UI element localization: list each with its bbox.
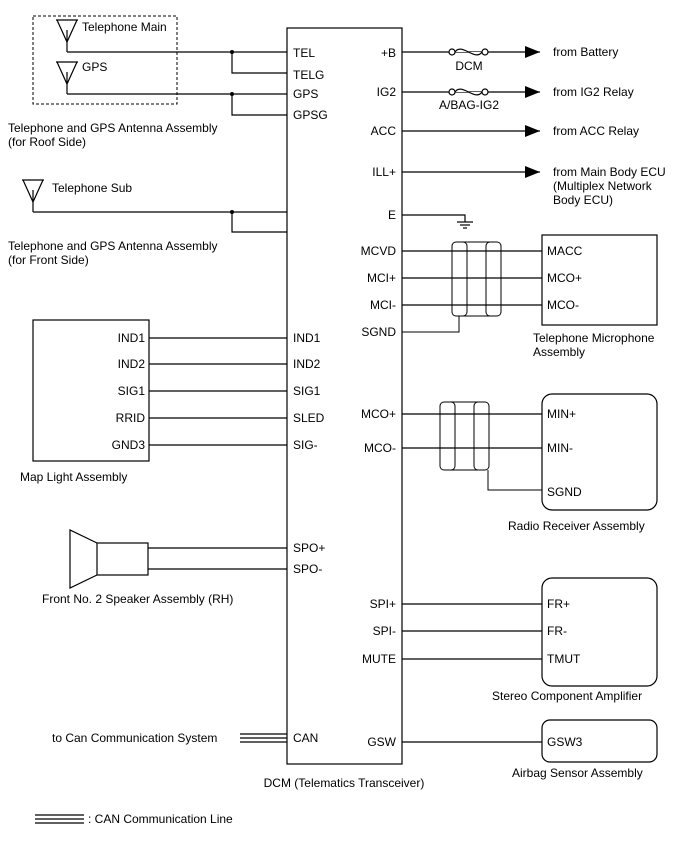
- battery-label: from Battery: [553, 45, 618, 59]
- dcm-pin-mci-plus: MCI+: [367, 271, 396, 285]
- front-antenna-label-sub: (for Front Side): [8, 253, 89, 267]
- microphone-label-sub: Assembly: [533, 345, 585, 359]
- dcm-pin-can: CAN: [293, 731, 318, 745]
- arrow-icon: [525, 46, 540, 58]
- junction-dot: [230, 92, 234, 96]
- wire-gpsg: [231, 94, 287, 116]
- microphone-label: Telephone Microphone: [533, 331, 655, 345]
- dcm-box: [286, 27, 403, 765]
- dcm-pin-sgnd: SGND: [361, 325, 396, 339]
- dcm-pin-e: E: [388, 208, 396, 222]
- ig2-relay-label: from IG2 Relay: [553, 85, 634, 99]
- airbag-pin-gsw3: GSW3: [547, 735, 583, 749]
- dcm-pin-telg: TELG: [293, 68, 324, 82]
- dcm-fuse-label: DCM: [455, 59, 482, 73]
- gps-label: GPS: [82, 60, 107, 74]
- radio-label: Radio Receiver Assembly: [508, 519, 645, 533]
- roof-antenna-label-sub: (for Roof Side): [8, 135, 86, 149]
- antenna-icon: [22, 179, 44, 212]
- radio-pin-sgnd: SGND: [547, 485, 582, 499]
- amplifier-label: Stereo Component Amplifier: [492, 689, 642, 703]
- fuse-icon: [448, 48, 489, 56]
- radio-pin-min-plus: MIN+: [547, 407, 576, 421]
- telephone-sub-label: Telephone Sub: [52, 181, 132, 195]
- dcm-pin-gsw: GSW: [367, 735, 396, 749]
- dcm-pin-tel: TEL: [293, 46, 315, 60]
- antenna-icon: [56, 61, 78, 94]
- roof-antenna-label: Telephone and GPS Antenna Assembly: [8, 121, 217, 135]
- ig2-fuse-label: A/BAG-IG2: [439, 98, 499, 112]
- main-body-ecu-label-3: Body ECU): [553, 193, 613, 207]
- wire-radio-sgnd: [487, 470, 542, 491]
- front-antenna-label: Telephone and GPS Antenna Assembly: [8, 239, 217, 253]
- dcm-pin-spi-plus: SPI+: [370, 597, 396, 611]
- arrow-icon: [525, 166, 540, 178]
- dcm-pin-ind2: IND2: [293, 357, 321, 371]
- map-light-label: Map Light Assembly: [20, 470, 127, 484]
- dcm-pin-mci-minus: MCI-: [370, 298, 396, 312]
- map-light-pin-rrid: RRID: [116, 411, 146, 425]
- dcm-pin-b-plus: +B: [381, 46, 396, 60]
- airbag-label: Airbag Sensor Assembly: [512, 766, 643, 780]
- wire-ground-e: [402, 214, 466, 222]
- can-legend-label: : CAN Communication Line: [88, 812, 233, 826]
- map-light-pin-sig1: SIG1: [118, 384, 146, 398]
- fuse-icon: [448, 88, 489, 96]
- amplifier-box: [541, 577, 658, 687]
- arrow-icon: [525, 125, 540, 137]
- dcm-pin-mco-minus: MCO-: [364, 441, 396, 455]
- radio-pin-min-minus: MIN-: [547, 441, 573, 455]
- microphone-pin-mco-plus: MCO+: [547, 271, 582, 285]
- wire-sgnd-shield: [402, 316, 460, 333]
- speaker-label: Front No. 2 Speaker Assembly (RH): [42, 592, 233, 606]
- can-system-label: to Can Communication System: [52, 731, 217, 745]
- microphone-pin-mco-minus: MCO-: [547, 298, 579, 312]
- dcm-pin-sig1: SIG1: [293, 384, 321, 398]
- dcm-pin-acc: ACC: [371, 124, 397, 138]
- amplifier-pin-fr-plus: FR+: [547, 597, 570, 611]
- dcm-pin-spi-minus: SPI-: [373, 624, 396, 638]
- telephone-main-label: Telephone Main: [82, 20, 167, 34]
- dcm-pin-spo-plus: SPO+: [293, 541, 325, 555]
- map-light-pin-gnd3: GND3: [112, 438, 146, 452]
- dcm-pin-spo-minus: SPO-: [293, 562, 322, 576]
- dcm-pin-ind1: IND1: [293, 331, 321, 345]
- amplifier-pin-tmut: TMUT: [547, 652, 581, 666]
- map-light-pin-ind2: IND2: [118, 357, 146, 371]
- radio-box: [541, 393, 658, 511]
- dcm-pin-gpsg: GPSG: [293, 108, 328, 122]
- can-legend-icon: [35, 814, 84, 824]
- dcm-pin-mco-plus: MCO+: [361, 407, 396, 421]
- can-line: [240, 733, 287, 743]
- acc-relay-label: from ACC Relay: [553, 124, 639, 138]
- speaker-icon: [69, 529, 149, 589]
- ground-icon: [457, 221, 473, 229]
- wire-telg: [231, 52, 287, 74]
- dcm-title: DCM (Telematics Transceiver): [264, 776, 425, 790]
- antenna-icon: [56, 19, 78, 52]
- dcm-pin-sig-minus: SIG-: [293, 438, 318, 452]
- amplifier-pin-fr-minus: FR-: [547, 624, 567, 638]
- arrow-icon: [525, 86, 540, 98]
- dcm-pin-mute: MUTE: [362, 652, 396, 666]
- dcm-pin-ill-plus: ILL+: [372, 165, 396, 179]
- microphone-pin-macc: MACC: [547, 244, 583, 258]
- main-body-ecu-label: from Main Body ECU: [553, 165, 666, 179]
- main-body-ecu-label-2: (Multiplex Network: [553, 179, 653, 193]
- dcm-pin-mcvd: MCVD: [361, 244, 397, 258]
- junction-dot: [230, 210, 234, 214]
- shield-icon: [439, 401, 490, 471]
- dcm-pin-gps: GPS: [293, 87, 318, 101]
- wire-front-antenna-ground: [231, 212, 287, 233]
- roof-antenna-box: [32, 15, 178, 105]
- junction-dot: [230, 50, 234, 54]
- dcm-pin-ig2: IG2: [377, 85, 397, 99]
- airbag-box: [541, 719, 658, 763]
- microphone-box: [541, 234, 658, 326]
- dcm-pin-sled: SLED: [293, 411, 325, 425]
- map-light-pin-ind1: IND1: [118, 331, 146, 345]
